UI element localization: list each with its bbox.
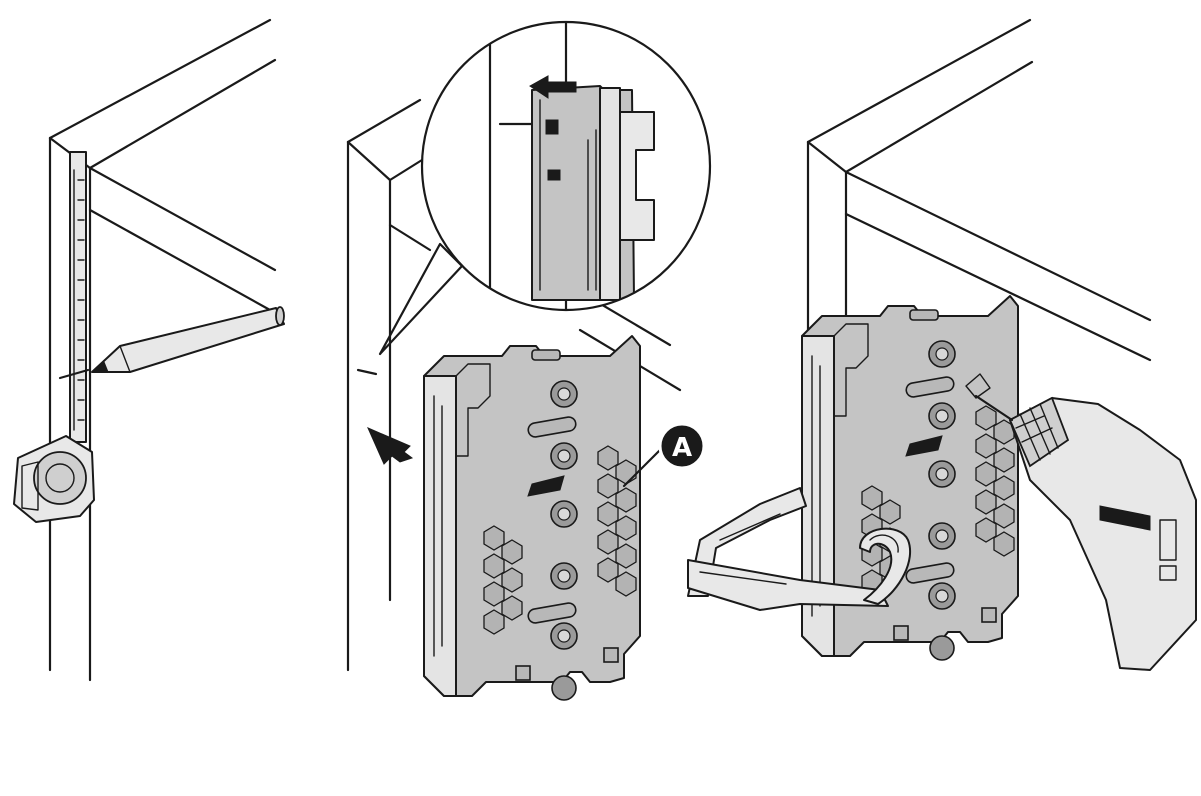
zoom-callout-line: [378, 242, 464, 356]
jig-panel-2: [423, 335, 641, 701]
cabinet-3: [806, 18, 1152, 442]
cabinet-1: [48, 18, 277, 682]
callout-a-label: A: [672, 433, 692, 463]
zoom-detail-circle: [420, 20, 712, 312]
callout-a: A: [622, 422, 706, 488]
panel-2-position-jig: A: [346, 20, 712, 701]
drill-icon: [965, 373, 1197, 671]
clamp-icon: [687, 487, 912, 611]
move-left-arrow-icon: [367, 427, 414, 465]
panel-1-measure: [13, 18, 285, 682]
tape-measure-icon: [13, 151, 95, 523]
pencil-icon: [90, 306, 285, 373]
panel-3-clamp-and-drill: [687, 18, 1197, 671]
